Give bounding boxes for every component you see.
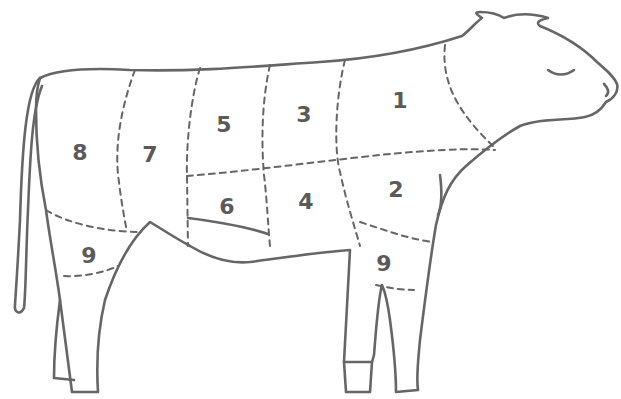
cow-belly-line <box>188 218 268 234</box>
cow-tail <box>15 78 42 312</box>
cut-line <box>64 266 118 276</box>
cow-far-legs <box>54 300 372 392</box>
callout-number: 9 <box>376 253 391 275</box>
callout-number: 5 <box>216 114 231 136</box>
cut-line <box>360 222 432 242</box>
cow-front-leg-line <box>438 175 441 215</box>
cut-line <box>117 70 135 232</box>
callout-number: 3 <box>296 104 311 126</box>
cut-line <box>46 210 140 232</box>
callout-number: 2 <box>388 179 403 201</box>
callout-number: 7 <box>142 144 157 166</box>
cut-line <box>336 60 360 246</box>
cow-nostril <box>604 84 608 96</box>
callout-number: 6 <box>219 196 234 218</box>
cut-line <box>187 68 200 246</box>
callout-number: 8 <box>72 142 87 164</box>
cow-outline <box>36 12 617 392</box>
cut-line <box>262 65 270 246</box>
cut-line <box>376 285 414 290</box>
callout-number: 9 <box>81 245 96 267</box>
callout-number: 1 <box>392 90 407 112</box>
cow-eye <box>548 70 574 75</box>
cut-line <box>444 45 495 148</box>
callout-number: 4 <box>298 191 313 213</box>
